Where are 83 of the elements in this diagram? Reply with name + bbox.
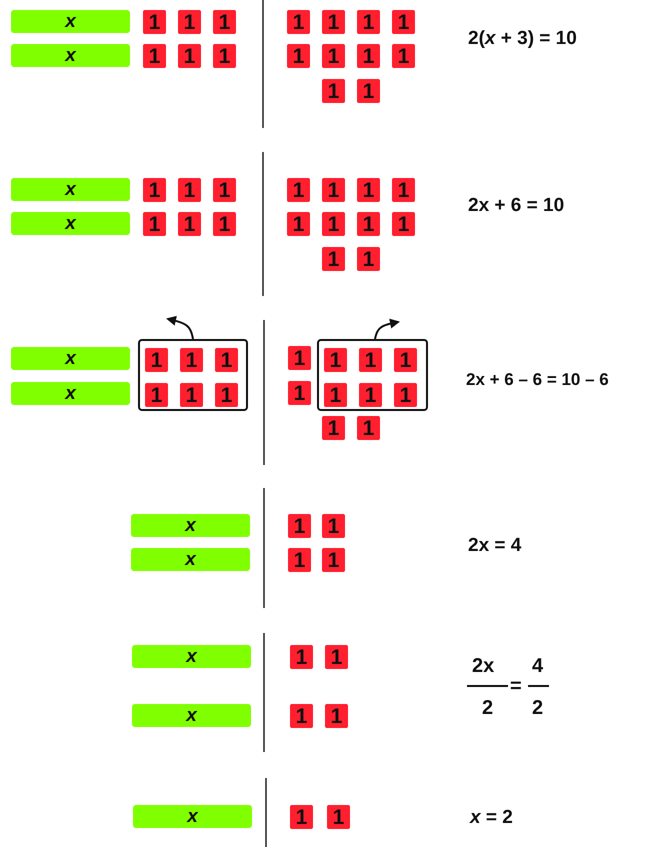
unit-tile: 1 [213,178,236,202]
x-tile: x [133,805,252,828]
unit-tile: 1 [392,212,415,236]
unit-tile: 1 [324,383,347,407]
unit-tile: 1 [392,44,415,68]
unit-tile: 1 [357,79,380,103]
unit-tile: 1 [213,44,236,68]
unit-tile: 1 [213,10,236,34]
unit-tile: 1 [288,381,311,405]
x-tile: x [132,645,251,668]
unit-tile: 1 [394,348,417,372]
unit-tile: 1 [178,44,201,68]
x-tile: x [11,212,130,235]
x-tile: x [131,514,250,537]
unit-tile: 1 [325,704,348,728]
unit-tile: 1 [357,44,380,68]
unit-tile: 1 [392,178,415,202]
unit-tile: 1 [290,645,313,669]
equation-text: 2x + 6 = 10 [468,196,564,215]
unit-tile: 1 [288,514,311,538]
group-frame [138,339,248,411]
unit-tile: 1 [287,10,310,34]
x-tile: x [131,548,250,571]
unit-tile: 1 [357,416,380,440]
x-tile: x [11,44,130,67]
unit-tile: 1 [290,805,313,829]
unit-tile: 1 [357,247,380,271]
x-tile: x [11,347,130,370]
x-tile: x [11,10,130,33]
unit-tile: 1 [324,348,347,372]
unit-tile: 1 [143,178,166,202]
equation-text: 2 [482,698,494,718]
curved-arrow [166,316,194,340]
equation-text: 4 [532,656,544,676]
equation-text: 2x = 4 [468,536,522,555]
unit-tile: 1 [145,348,168,372]
unit-tile: 1 [325,645,348,669]
unit-tile: 1 [359,348,382,372]
unit-tile: 1 [322,178,345,202]
unit-tile: 1 [178,212,201,236]
equation-text: 2 [532,698,544,718]
equation-text: 2x + 6 – 6 = 10 – 6 [466,371,609,388]
unit-tile: 1 [392,10,415,34]
group-frame [317,339,428,411]
unit-tile: 1 [322,548,345,572]
x-tile: x [132,704,251,727]
unit-tile: 1 [357,10,380,34]
equation-text: 2x [472,656,494,676]
unit-tile: 1 [180,383,203,407]
unit-tile: 1 [287,44,310,68]
unit-tile: 1 [322,212,345,236]
unit-tile: 1 [322,416,345,440]
unit-tile: 1 [288,548,311,572]
unit-tile: 1 [290,704,313,728]
unit-tile: 1 [322,514,345,538]
unit-tile: 1 [213,212,236,236]
unit-tile: 1 [143,10,166,34]
equation-text: x = 2 [470,808,513,827]
unit-tile: 1 [322,44,345,68]
unit-tile: 1 [143,212,166,236]
unit-tile: 1 [178,178,201,202]
unit-tile: 1 [359,383,382,407]
unit-tile: 1 [322,247,345,271]
unit-tile: 1 [180,348,203,372]
unit-tile: 1 [215,383,238,407]
unit-tile: 1 [145,383,168,407]
unit-tile: 1 [287,212,310,236]
unit-tile: 1 [322,79,345,103]
unit-tile: 1 [178,10,201,34]
x-tile: x [11,382,130,405]
unit-tile: 1 [143,44,166,68]
unit-tile: 1 [327,805,350,829]
unit-tile: 1 [322,10,345,34]
unit-tile: 1 [288,346,311,370]
equation-text: = [510,676,522,696]
x-tile: x [11,178,130,201]
unit-tile: 1 [215,348,238,372]
unit-tile: 1 [287,178,310,202]
unit-tile: 1 [357,178,380,202]
equation-text: 2(x + 3) = 10 [468,29,577,48]
unit-tile: 1 [357,212,380,236]
curved-arrow [374,318,400,340]
unit-tile: 1 [394,383,417,407]
